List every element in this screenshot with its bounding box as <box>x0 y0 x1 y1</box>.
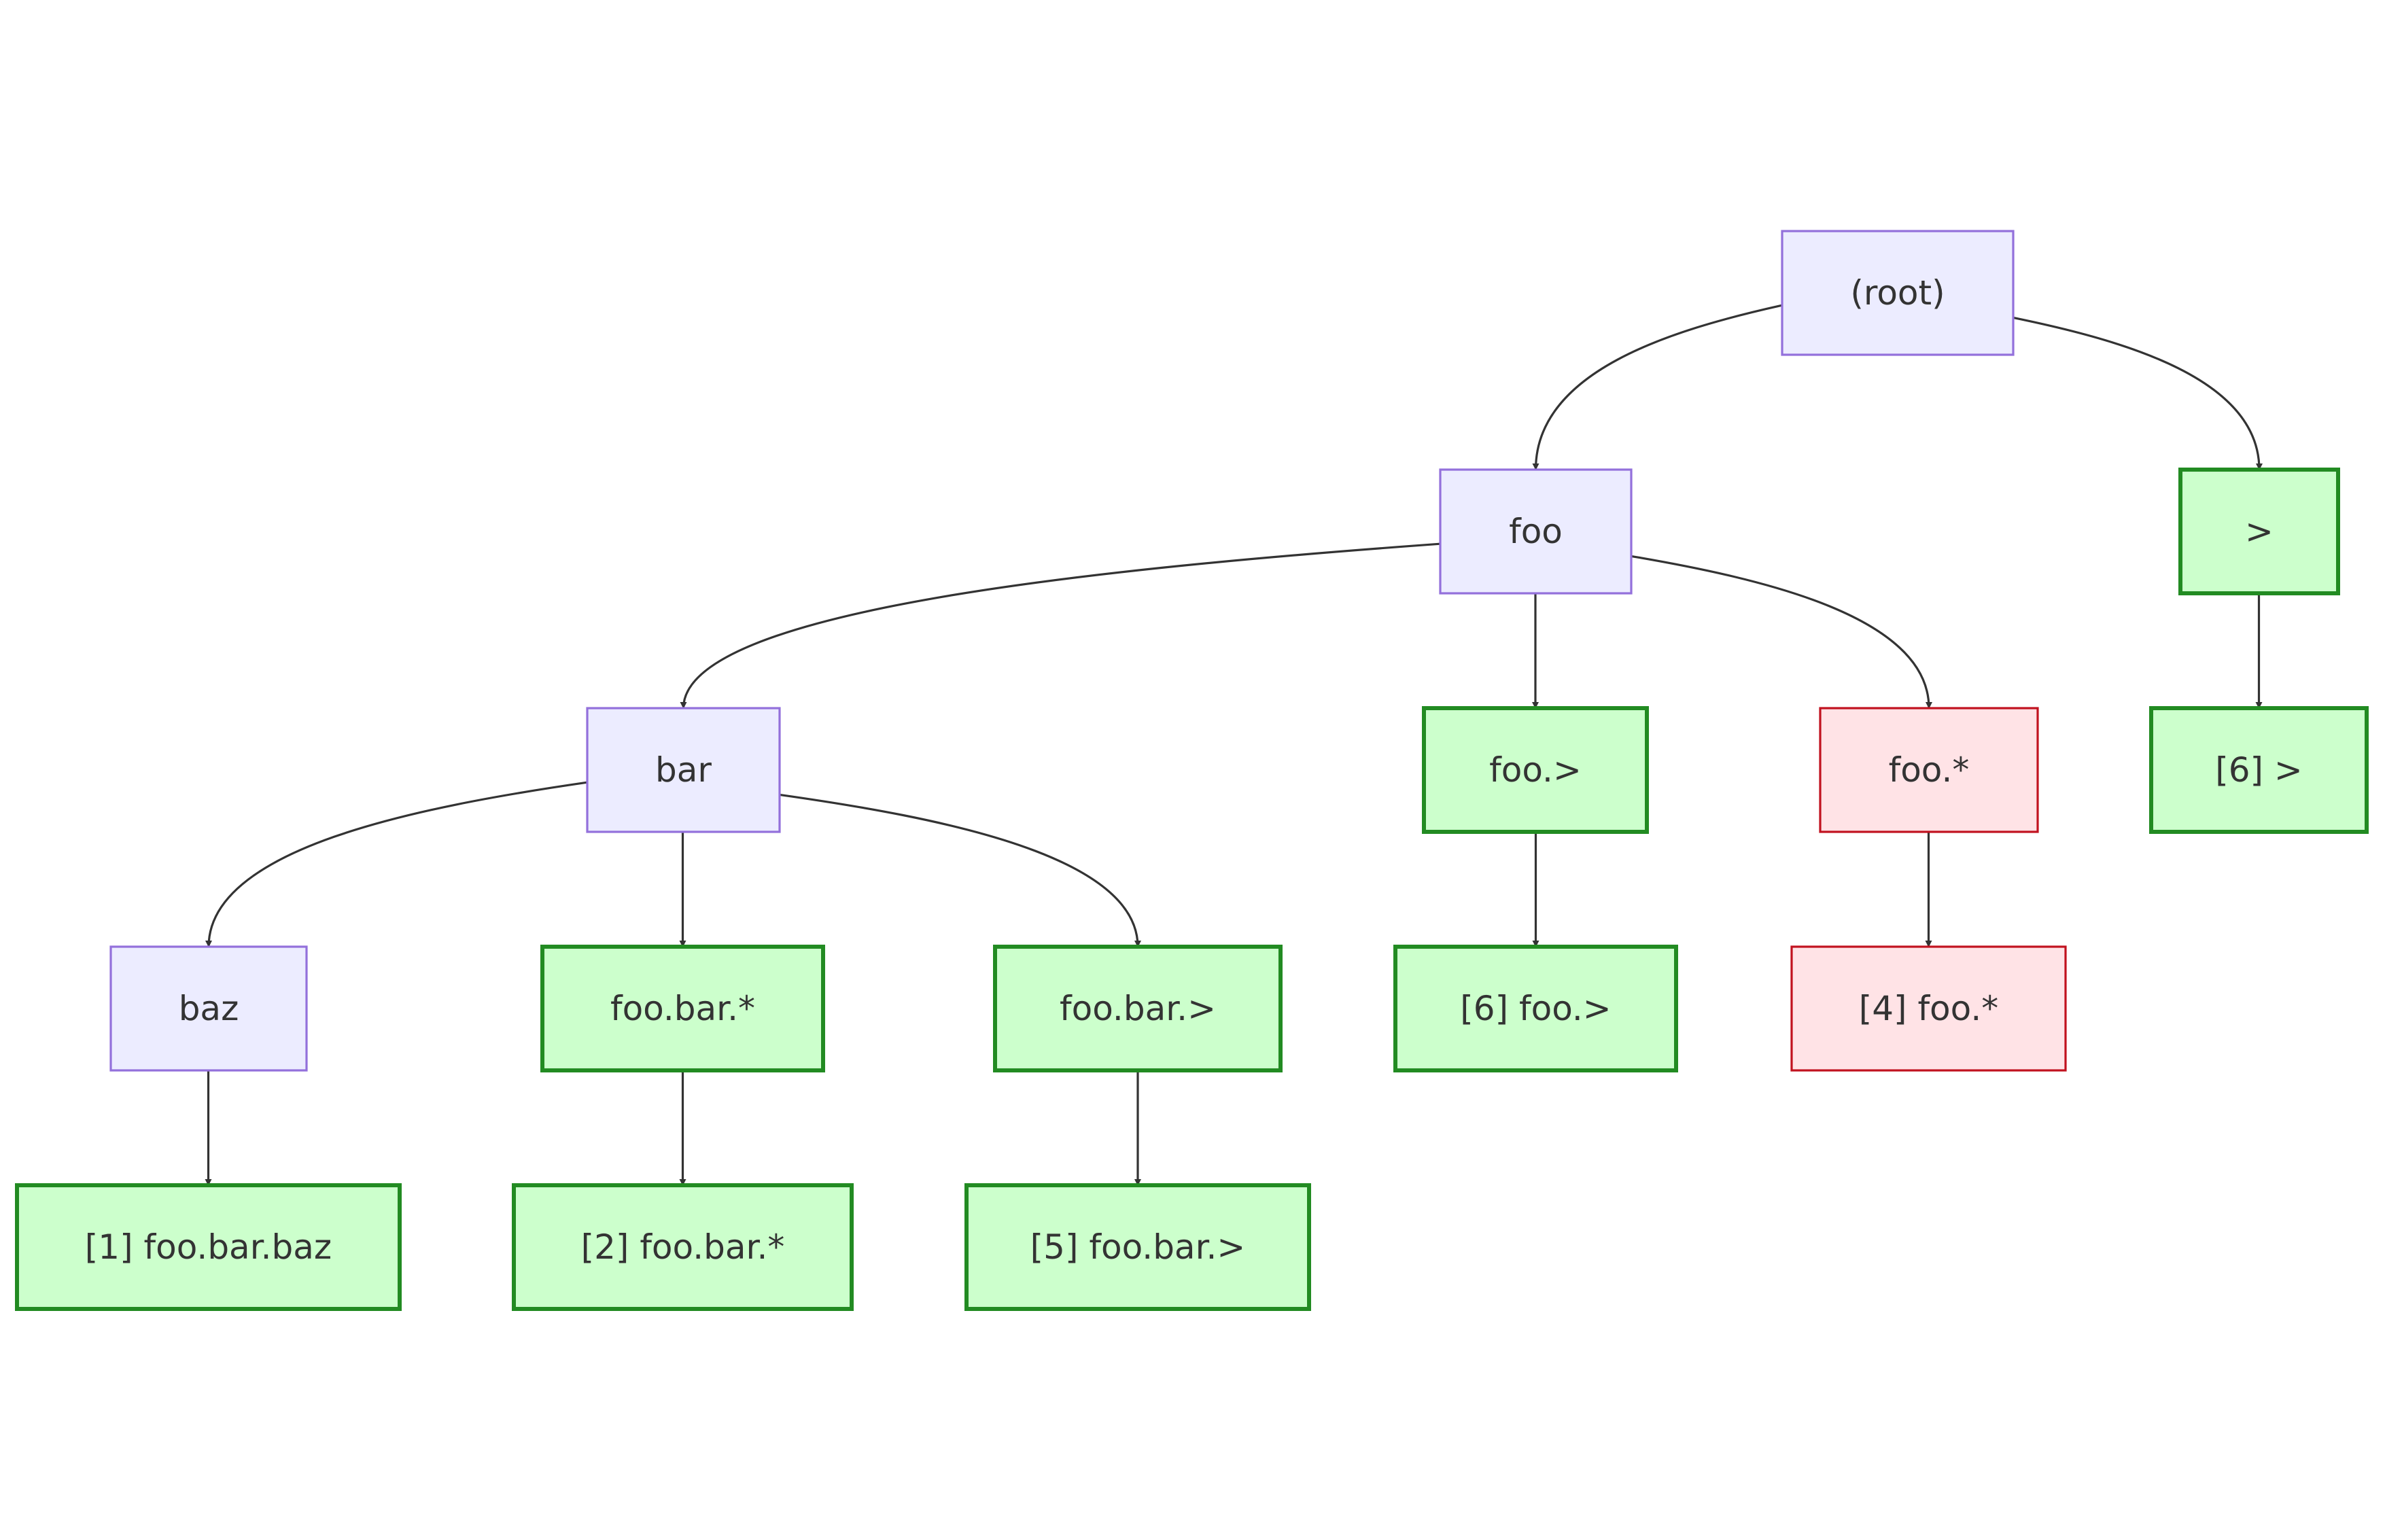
node-box <box>993 945 1283 1072</box>
node-box <box>1819 707 2039 833</box>
node-label: foo <box>1509 512 1563 551</box>
node-box <box>2178 468 2340 595</box>
node-box <box>1393 945 1678 1072</box>
node-foo-star4: [4] foo.* <box>1790 945 2067 1072</box>
node-label: [2] foo.bar.* <box>581 1227 785 1267</box>
node-foo-star: foo.* <box>1819 707 2039 833</box>
nodes-layer: (root) foo > bar foo.> foo.* [6] > baz foo.bar.*… <box>15 230 2369 1311</box>
node-gt6: [6] > <box>2149 706 2369 834</box>
node-label: bar <box>655 750 712 790</box>
edges-layer <box>205 304 2263 1186</box>
node-box <box>1439 468 1633 595</box>
node-foobar-gt: foo.bar.> <box>993 945 1283 1072</box>
node-foobar-gt5: [5] foo.bar.> <box>964 1183 1311 1311</box>
node-label: foo.bar.* <box>610 989 755 1028</box>
node-bar: bar <box>586 707 781 833</box>
node-label: [6] > <box>2215 750 2303 790</box>
node-box <box>964 1183 1311 1311</box>
node-box <box>1781 230 2015 356</box>
node-label: [4] foo.* <box>1859 989 1999 1028</box>
node-box <box>2149 706 2369 834</box>
edge-bar-to-baz <box>205 781 588 947</box>
node-foo-gt6: [6] foo.> <box>1393 945 1678 1072</box>
node-root: (root) <box>1781 230 2015 356</box>
node-box <box>109 945 308 1072</box>
node-gt: > <box>2178 468 2340 595</box>
edge-foo-to-foo_star <box>1631 555 1932 709</box>
node-label: [5] foo.bar.> <box>1030 1227 1246 1267</box>
node-label: > <box>2245 512 2274 551</box>
node-box <box>15 1183 402 1311</box>
node-label: [1] foo.bar.baz <box>85 1227 332 1267</box>
node-box <box>512 1183 854 1311</box>
node-label: baz <box>179 989 239 1028</box>
node-label: foo.* <box>1889 750 1970 790</box>
edge-bar-to-foobar_gt <box>779 793 1141 947</box>
node-label: [6] foo.> <box>1460 989 1611 1028</box>
edge-root-to-gt <box>2013 316 2263 470</box>
edge-foo-to-bar <box>680 542 1441 709</box>
node-foobar-star2: [2] foo.bar.* <box>512 1183 854 1311</box>
node-foo: foo <box>1439 468 1633 595</box>
node-box <box>1790 945 2067 1072</box>
node-foo-gt: foo.> <box>1422 706 1649 834</box>
node-box <box>1422 706 1649 834</box>
node-foobar-star: foo.bar.* <box>540 945 825 1072</box>
node-label: foo.bar.> <box>1060 989 1216 1028</box>
node-baz: baz <box>109 945 308 1072</box>
node-baz1: [1] foo.bar.baz <box>15 1183 402 1311</box>
node-box <box>540 945 825 1072</box>
node-box <box>586 707 781 833</box>
node-label: foo.> <box>1489 750 1582 790</box>
node-label: (root) <box>1850 273 1945 313</box>
edge-root-to-foo <box>1532 304 1783 470</box>
